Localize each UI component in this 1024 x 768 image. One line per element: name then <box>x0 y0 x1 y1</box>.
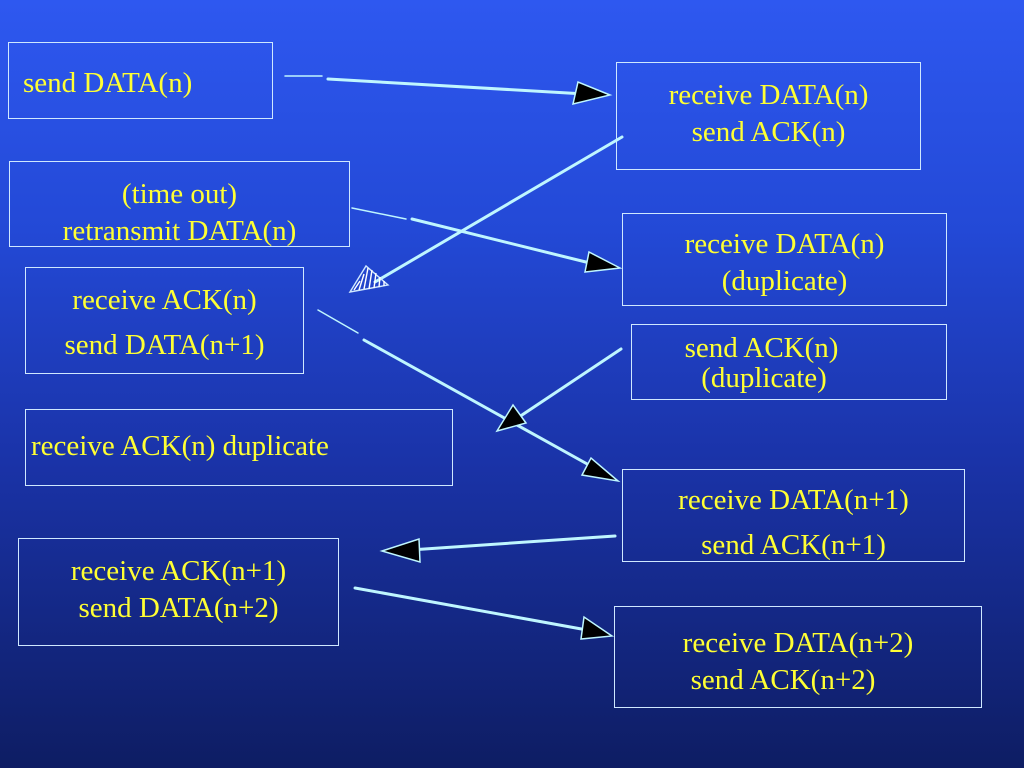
receiver-duplicate-note: (duplicate) <box>721 265 848 297</box>
arrowhead-data-n1 <box>580 456 621 483</box>
receiver-send-ack-label: send ACK(n) <box>691 116 846 148</box>
sender-receive-ack-n1-label: receive ACK(n+1) <box>70 555 287 587</box>
receiver-receive-data-n1-box: receive DATA(n+1) send ACK(n+1) <box>622 469 965 562</box>
sender-timeout-label: (time out) <box>121 178 238 210</box>
arrowhead-data-n <box>572 80 613 106</box>
arrow-ack-n <box>373 135 624 284</box>
arrow-retransmit-tick <box>351 207 407 220</box>
receiver-send-ack-n1-label: send ACK(n+1) <box>701 529 886 561</box>
arrowhead-data-n2 <box>580 615 615 640</box>
arrow-data-n1-tick <box>317 309 359 334</box>
arrow-data-n2 <box>353 586 600 634</box>
receiver-send-ack-duplicate-label: send ACK(n) <box>684 332 839 364</box>
sender-send-data-label: send DATA(n) <box>23 67 193 99</box>
arrowhead-ack-dup <box>495 403 528 433</box>
receiver-receive-data-label: receive DATA(n) <box>668 79 869 111</box>
arrow-data-n1 <box>362 338 600 472</box>
receiver-send-ack-duplicate-box: send ACK(n) (duplicate) <box>631 324 947 400</box>
receiver-receive-duplicate-box: receive DATA(n) (duplicate) <box>622 213 947 306</box>
sender-send-data-n2-label: send DATA(n+2) <box>78 592 279 624</box>
receiver-receive-data-n2-label: receive DATA(n+2) <box>682 627 914 659</box>
sender-timeout-box: (time out) retransmit DATA(n) <box>9 161 350 247</box>
sender-receive-ack-box: receive ACK(n) send DATA(n+1) <box>25 267 304 374</box>
receiver-receive-data-n1-label: receive DATA(n+1) <box>678 484 909 516</box>
sender-send-data-box: send DATA(n) <box>8 42 273 119</box>
sender-receive-ack-label: receive ACK(n) <box>72 284 257 316</box>
sender-receive-ack-n1-box: receive ACK(n+1) send DATA(n+2) <box>18 538 339 646</box>
arrow-data-n <box>326 77 587 96</box>
arrow-ack-dup <box>514 347 623 421</box>
arrow-ack-n1 <box>408 534 617 552</box>
receiver-receive-data-n2-box: receive DATA(n+2) send ACK(n+2) <box>614 606 982 708</box>
arrowhead-retransmit <box>584 250 623 273</box>
sender-receive-ack-duplicate-box: receive ACK(n) duplicate <box>25 409 453 486</box>
sender-send-data-n1-label: send DATA(n+1) <box>64 329 265 361</box>
receiver-receive-duplicate-label: receive DATA(n) <box>684 228 885 260</box>
arrowhead-ack-n1 <box>379 537 421 564</box>
receiver-send-ack-n2-label: send ACK(n+2) <box>690 664 876 696</box>
arrow-retransmit <box>410 217 600 267</box>
receiver-send-ack-duplicate-note: (duplicate) <box>701 362 827 394</box>
arrowhead-ack-n-hatched <box>348 264 390 293</box>
receiver-receive-data-box: receive DATA(n) send ACK(n) <box>616 62 921 170</box>
sender-retransmit-label: retransmit DATA(n) <box>62 215 297 247</box>
sender-receive-ack-duplicate-label: receive ACK(n) duplicate <box>31 430 329 462</box>
